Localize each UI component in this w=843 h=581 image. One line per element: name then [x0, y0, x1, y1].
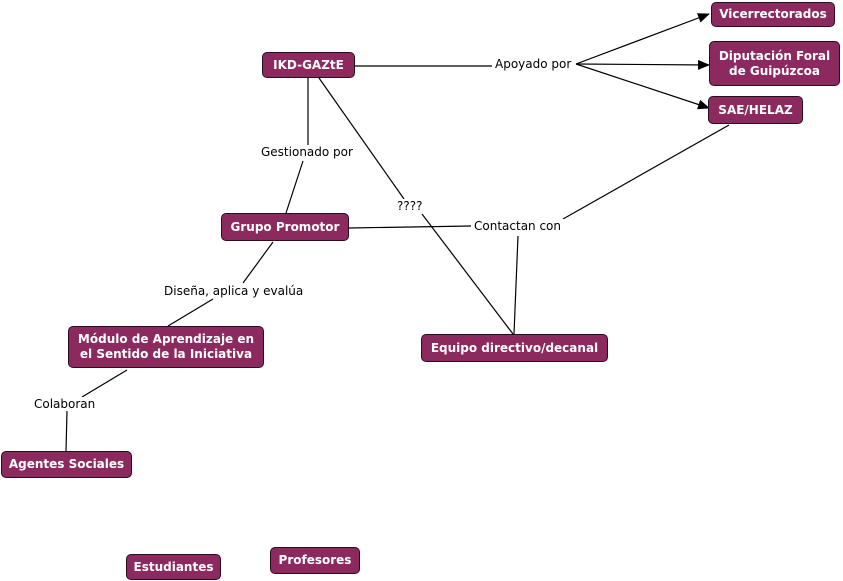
label-disena-aplica-evalua: Diseña, aplica y evalúa — [161, 284, 307, 298]
node-profesores[interactable]: Profesores — [270, 547, 360, 574]
arrow-to-sae — [575, 63, 710, 110]
node-estudiantes[interactable]: Estudiantes — [126, 554, 221, 580]
line-grupo-contactan — [348, 225, 472, 229]
node-diputacion-foral[interactable]: Diputación Foral de Guipúzcoa — [709, 41, 840, 86]
line-ikd-interrogacion — [318, 77, 405, 200]
line-contactan-sae — [562, 124, 730, 220]
arrow-to-vicerrectorados — [575, 13, 710, 65]
node-vicerrectorados[interactable]: Vicerrectorados — [711, 2, 835, 27]
label-apoyado-por: Apoyado por — [492, 57, 575, 71]
line-interrogacion-equipo — [421, 213, 514, 335]
node-equipo-directivo[interactable]: Equipo directivo/decanal — [421, 334, 608, 362]
label-contactan-con: Contactan con — [471, 219, 565, 233]
line-modulo-colaboran — [81, 369, 128, 398]
line-grupo-disena — [242, 241, 274, 284]
node-modulo-aprendizaje[interactable]: Módulo de Aprendizaje en el Sentido de l… — [68, 326, 264, 368]
node-ikd-gazte[interactable]: IKD-GAZtE — [262, 52, 355, 78]
label-interrogacion: ???? — [394, 199, 426, 213]
arrow-to-diputacion — [575, 59, 710, 70]
node-agentes-sociales[interactable]: Agentes Sociales — [1, 451, 132, 478]
line-disena-modulo — [167, 298, 214, 327]
node-sae-helaz[interactable]: SAE/HELAZ — [708, 96, 803, 124]
label-colaboran: Colaboran — [31, 397, 99, 411]
label-gestionado-por: Gestionado por — [258, 145, 356, 159]
line-gestionado-grupo — [285, 160, 304, 214]
line-colaboran-agentes — [65, 410, 68, 452]
node-grupo-promotor[interactable]: Grupo Promotor — [221, 213, 349, 241]
line-contactan-equipo — [513, 235, 519, 335]
